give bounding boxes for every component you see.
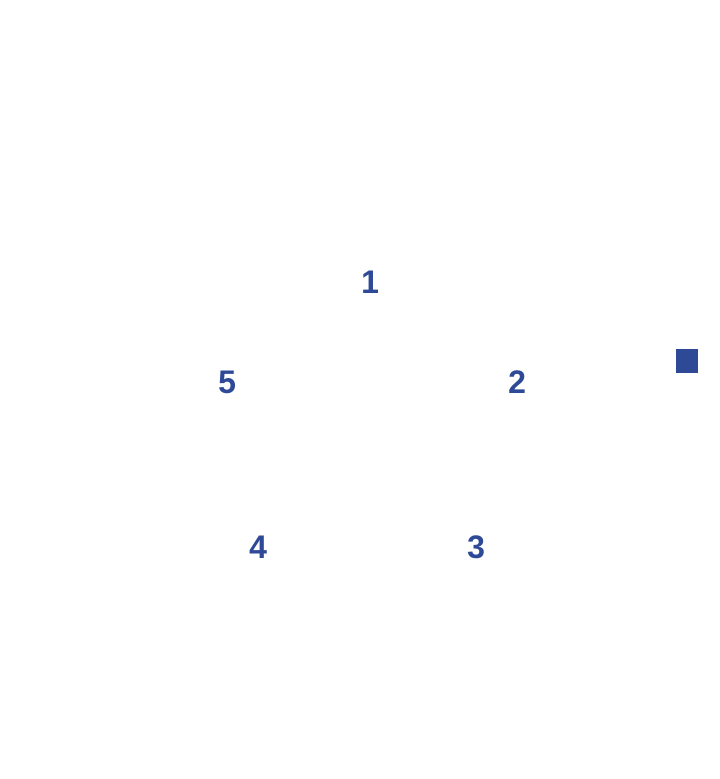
node-label-4: 4 (249, 529, 267, 565)
square-marker-icon (676, 349, 698, 373)
node-label-5: 5 (218, 364, 236, 400)
node-label-3: 3 (467, 529, 485, 565)
node-label-1: 1 (361, 264, 379, 300)
node-label-2: 2 (508, 364, 526, 400)
